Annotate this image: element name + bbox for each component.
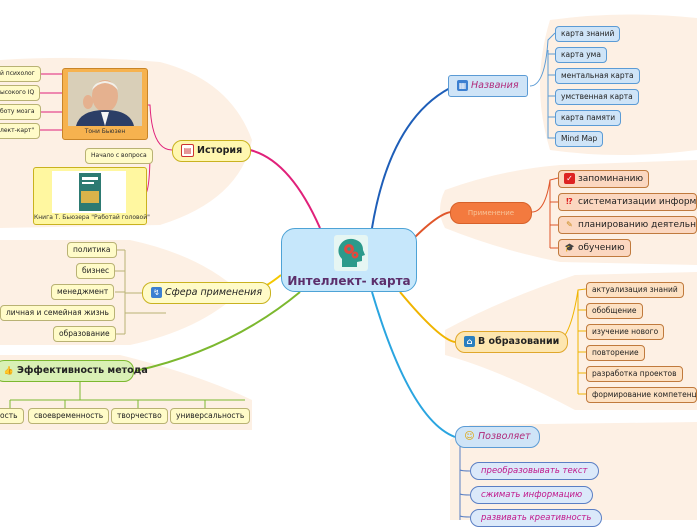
names-item[interactable]: карта знаний [555,26,621,42]
chart-icon: ↯ [151,287,162,298]
education-item[interactable]: актуализация знаний [586,282,684,298]
sphere-item[interactable]: бизнес [76,263,116,279]
names-item[interactable]: ментальная карта [555,68,640,84]
school-icon: ⌂ [464,336,475,347]
allows-item[interactable]: преобразовывать текст [470,462,599,480]
central-topic[interactable]: Интеллект- карта [281,228,417,292]
branch-allows[interactable]: ☺Позволяет [455,426,540,448]
thumbs-up-icon: 👍 [3,366,14,375]
link-allows [371,291,456,438]
effect-item[interactable]: творчество [111,408,168,424]
effect-item[interactable]: своевременность [28,408,110,424]
branch-uses[interactable]: Применение [450,202,532,224]
branch-education[interactable]: ⌂В образовании [455,331,569,353]
education-item[interactable]: формирование компетенций [586,387,697,403]
history-item[interactable]: ысокого IQ [0,85,41,101]
photo-caption: Тони Бьюзен [84,128,126,135]
branch-sphere[interactable]: ↯Сфера применения [142,282,272,304]
history-item-question[interactable]: Начало с вопроса [85,148,153,164]
branch-sphere-label: Сфера применения [165,287,263,298]
education-item[interactable]: повторение [586,345,645,361]
pencil-icon: ✎ [566,220,573,229]
uses-item-label: систематизации информа [578,197,697,207]
link-education [399,291,456,343]
graduation-cap-icon: 🎓 [564,243,575,252]
allows-item[interactable]: развивать креативность [470,509,603,527]
history-item[interactable]: боту мозга [0,104,41,120]
calendar-icon: ▤ [181,144,194,157]
smile-icon: ☺ [464,431,475,442]
sphere-item[interactable]: образование [53,326,116,342]
question-exclamation-icon: ⁉ [566,197,573,206]
link-names [371,87,451,229]
history-item[interactable]: лект-карт" [0,123,41,139]
allows-item[interactable]: сжимать информацию [470,486,594,504]
branch-effect-label: Эффективность метода [17,365,148,376]
uses-item-label: обучению [578,243,625,253]
branch-allows-label: Позволяет [478,431,531,442]
names-item[interactable]: карта ума [555,47,607,63]
photo-card[interactable]: Тони Бьюзен [62,68,148,140]
branch-history[interactable]: ▤История [172,140,252,162]
branch-history-label: История [197,145,243,156]
link-effect [134,291,301,372]
book-card[interactable]: Книга Т. Бьюзера "Работай головой" [33,167,150,225]
branch-education-label: В образовании [478,336,560,347]
effect-item[interactable]: универсальность [170,408,251,424]
education-item[interactable]: изучение нового [586,324,665,340]
check-icon: ✓ [564,173,575,184]
branch-names-label: Названия [471,80,519,91]
names-item[interactable]: Mind Map [555,131,604,147]
names-item[interactable]: умственная карта [555,89,639,105]
uses-item[interactable]: ✎ планированию деятельно [558,216,697,234]
education-item[interactable]: обобщение [586,303,643,319]
sphere-item[interactable]: менеджмент [51,284,115,300]
portrait-photo [68,72,142,126]
names-item[interactable]: карта памяти [555,110,622,126]
link-history [249,149,321,229]
book-cover-image [52,171,126,213]
history-item[interactable]: й психолог [0,66,41,82]
book-caption: Книга Т. Бьюзера "Работай головой" [34,214,150,221]
uses-item-label: запоминанию [578,174,644,184]
uses-item[interactable]: ⁉ систематизации информа [558,193,697,211]
branch-effect[interactable]: 👍Эффективность метода [0,360,148,382]
central-title: Интеллект- карта [287,274,411,288]
uses-item[interactable]: ✓запоминанию [558,170,650,188]
uses-item[interactable]: 🎓обучению [558,239,631,257]
effect-item[interactable]: ость [0,408,24,424]
grid-icon: ▦ [457,80,468,91]
link-uses [411,211,453,241]
branch-names[interactable]: ▦Названия [448,75,528,97]
sphere-item[interactable]: личная и семейная жизнь [0,305,115,321]
head-gears-icon [334,235,368,271]
uses-item-label: планированию деятельно [578,220,697,230]
sphere-item[interactable]: политика [67,242,117,258]
education-item[interactable]: разработка проектов [586,366,683,382]
